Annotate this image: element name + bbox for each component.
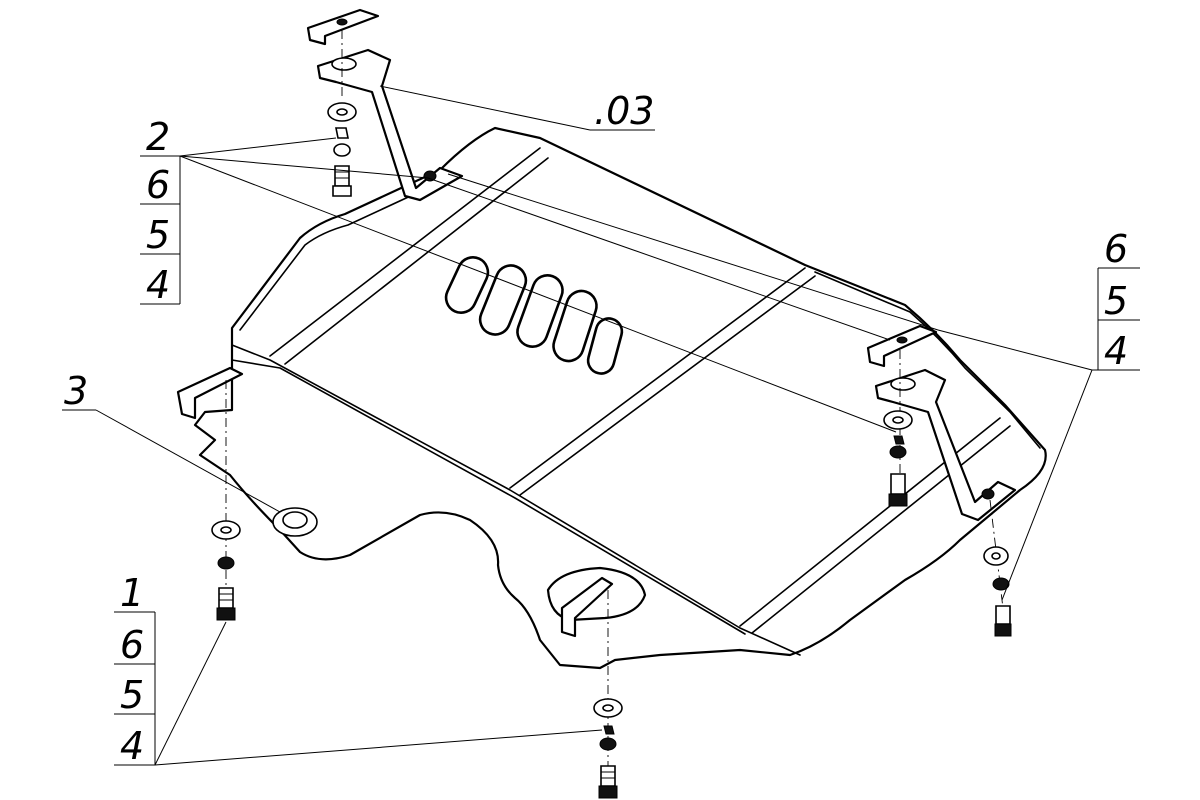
bracket-plate: [866, 324, 938, 368]
callout-text: 1: [120, 571, 144, 615]
fastener-stack-top-left: [327, 30, 357, 197]
bolt: [600, 765, 616, 787]
bolt: [334, 165, 350, 187]
callout-text: 2: [146, 115, 170, 159]
vent-slot: [586, 317, 624, 375]
fastener-stack-right-far: [983, 499, 1012, 637]
fastener-stack-left: [211, 380, 241, 621]
bolt: [218, 587, 234, 609]
spring-washer: [599, 737, 617, 751]
lock-washer: [893, 435, 905, 445]
spring-washer: [992, 577, 1010, 591]
callout-ref-3: 3: [64, 369, 88, 413]
callout-text-3: 3: [64, 369, 88, 413]
spring-washer: [217, 556, 235, 570]
callout-text: 5: [146, 213, 170, 257]
mount-bracket-right: [866, 324, 1017, 522]
callout-text: 4: [120, 724, 144, 768]
spring-washer: [889, 445, 907, 459]
rib-band-1: [269, 147, 541, 357]
vent-slots: [444, 256, 624, 375]
rib-band-2: [509, 267, 806, 489]
skid-plate-outline: [193, 126, 1047, 670]
callout-text: 5: [120, 673, 144, 717]
callout-text: 4: [1104, 329, 1128, 373]
callout-text: 6: [146, 163, 170, 207]
fastener-stack-right-mid: [883, 350, 913, 507]
callout-group-bottom-left: 1 6 5 4: [114, 571, 156, 768]
bracket-arm: [316, 48, 464, 202]
fastener-stack-bottom: [593, 590, 623, 799]
leader-lines: [62, 85, 1093, 766]
callout-text: 6: [1104, 227, 1128, 271]
callout-text-03: .03: [594, 89, 654, 133]
spring-washer: [333, 143, 351, 157]
vent-slot: [516, 274, 564, 348]
mount-bracket-top-left: [306, 8, 464, 202]
vent-slot: [552, 289, 598, 363]
skid-plate-face-edge: [231, 344, 801, 656]
callout-group-top-left: 2 6 5 4: [140, 115, 181, 307]
lock-washer: [603, 725, 615, 735]
vent-slot: [444, 256, 490, 314]
lock-washer: [335, 127, 349, 139]
vent-slot: [478, 264, 528, 336]
callout-text: 4: [146, 263, 170, 307]
skid-plate: [176, 126, 1047, 670]
callout-text: 5: [1104, 279, 1128, 323]
callout-text: 6: [120, 623, 144, 667]
callout-ref-03: .03: [594, 89, 654, 133]
bracket-plate: [306, 8, 380, 46]
bracket-arm: [874, 368, 1017, 522]
bolt: [995, 605, 1011, 625]
callout-group-right: 6 5 4: [1092, 227, 1140, 373]
bolt: [890, 473, 906, 495]
